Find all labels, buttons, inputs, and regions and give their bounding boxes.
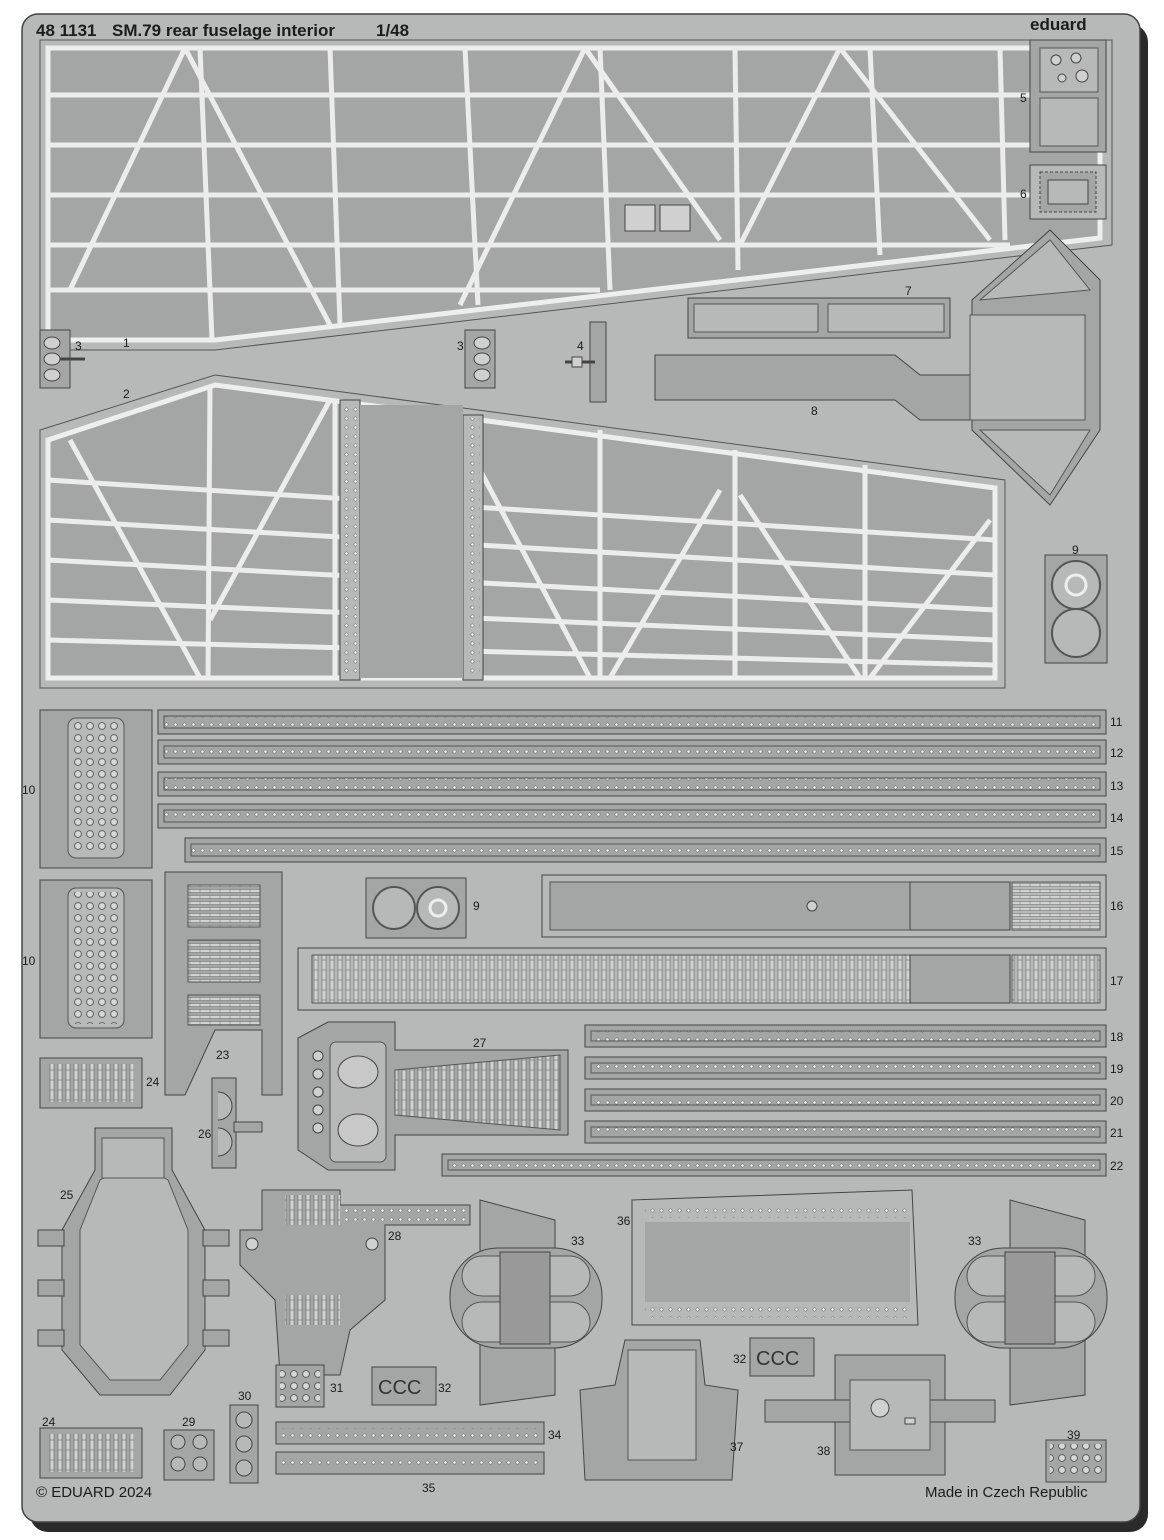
part-label: 7 xyxy=(905,284,912,298)
part-label: 15 xyxy=(1110,844,1124,858)
part-3-bracket-left xyxy=(39,329,85,389)
part-label: 36 xyxy=(617,1214,631,1228)
catalog-number: 48 1131 xyxy=(36,21,97,40)
part-1-fuselage-side-panel xyxy=(39,39,1113,351)
part-2-fuselage-side-panel xyxy=(39,374,1006,689)
part-label: 25 xyxy=(60,1188,74,1202)
part-37-seat-back xyxy=(579,1339,739,1481)
part-label: 19 xyxy=(1110,1062,1124,1076)
part-label: 10 xyxy=(22,783,36,797)
part-label: 32 xyxy=(733,1352,747,1366)
part-label: 35 xyxy=(422,1481,436,1495)
part-26-bracket xyxy=(211,1077,263,1169)
part-38-bracket xyxy=(764,1354,996,1476)
part-33-frame-right xyxy=(954,1199,1108,1406)
part-label: 31 xyxy=(330,1381,344,1395)
part-label: 1 xyxy=(123,336,130,350)
part-16-floor-panel xyxy=(541,874,1107,938)
part-label: 24 xyxy=(42,1415,56,1429)
part-7-strip xyxy=(687,297,951,339)
part-label: 38 xyxy=(817,1444,831,1458)
part-35-strip xyxy=(275,1451,545,1475)
sheet-title: SM.79 rear fuselage interior xyxy=(112,21,335,40)
part-label: 6 xyxy=(1020,187,1027,201)
part-39-discs xyxy=(1045,1439,1107,1483)
part-label: 39 xyxy=(1067,1428,1081,1442)
part-label: 20 xyxy=(1110,1094,1124,1108)
part-label: 22 xyxy=(1110,1159,1124,1173)
parts-18-22-stringer-strips xyxy=(441,1024,1107,1177)
part-24-clips-bottom xyxy=(39,1427,143,1479)
part-label: 10 xyxy=(22,954,36,968)
copyright: © EDUARD 2024 xyxy=(36,1484,153,1501)
part-label: 5 xyxy=(1020,91,1027,105)
part-label: 16 xyxy=(1110,899,1124,913)
part-label: 18 xyxy=(1110,1030,1124,1044)
part-27-panel xyxy=(297,1021,569,1171)
part-label: 37 xyxy=(730,1440,744,1454)
scale-label: 1/48 xyxy=(376,21,410,40)
part-6-frame xyxy=(1029,164,1107,220)
part-23-ladder xyxy=(164,871,283,1096)
part-label: 29 xyxy=(182,1415,196,1429)
part-label: 2 xyxy=(123,387,130,401)
part-32-clips-right: CCC xyxy=(749,1337,815,1377)
part-4-bracket xyxy=(565,321,607,403)
part-28-panel xyxy=(239,1189,471,1376)
part-3-bracket-right xyxy=(464,329,496,389)
part-label: 33 xyxy=(968,1234,982,1248)
part-label: 11 xyxy=(1110,715,1123,729)
part-9-disc-pair-left xyxy=(365,877,467,939)
part-label: 24 xyxy=(146,1075,160,1089)
part-31-discs xyxy=(275,1364,325,1408)
part-33-frame-left xyxy=(449,1199,603,1406)
part-label: 4 xyxy=(577,339,584,353)
svg-text:CCC: CCC xyxy=(756,1348,799,1370)
part-label: 12 xyxy=(1110,746,1124,760)
part-label: 13 xyxy=(1110,779,1124,793)
part-label: 32 xyxy=(438,1381,452,1395)
part-10-perforated-panel-bottom xyxy=(39,879,153,1039)
part-36-panel xyxy=(631,1189,919,1326)
part-label: 9 xyxy=(473,899,480,913)
parts-11-15-stringer-strips xyxy=(157,709,1107,863)
part-30-discs xyxy=(229,1404,259,1484)
part-label: 27 xyxy=(473,1036,487,1050)
part-label: 9 xyxy=(1072,543,1079,557)
part-label: 28 xyxy=(388,1229,402,1243)
part-label: 21 xyxy=(1110,1126,1124,1140)
part-8-bulkhead xyxy=(654,229,1101,506)
part-label: 26 xyxy=(198,1127,212,1141)
part-label: 34 xyxy=(548,1428,562,1442)
origin-label: Made in Czech Republic xyxy=(925,1484,1088,1501)
part-label: 3 xyxy=(75,339,82,353)
part-label: 17 xyxy=(1110,974,1124,988)
part-label: 23 xyxy=(216,1048,230,1062)
part-label: 3 xyxy=(457,339,464,353)
part-5-panel xyxy=(1029,39,1107,153)
part-25-bulkhead-frame xyxy=(37,1127,230,1396)
part-label: 14 xyxy=(1110,811,1124,825)
brand-logo: eduard xyxy=(1030,15,1087,34)
part-29-discs xyxy=(163,1429,215,1481)
part-10-perforated-panel-top xyxy=(39,709,153,869)
part-label: 30 xyxy=(238,1389,252,1403)
part-34-strip xyxy=(275,1421,545,1445)
part-9-disc-pair-right xyxy=(1044,554,1108,664)
part-label: 33 xyxy=(571,1234,585,1248)
part-24-clips-top xyxy=(39,1057,143,1109)
svg-text:CCC: CCC xyxy=(378,1377,421,1399)
part-32-clips-left: CCC xyxy=(371,1366,437,1406)
part-label: 8 xyxy=(811,404,818,418)
part-17-floor-panel xyxy=(297,947,1107,1011)
